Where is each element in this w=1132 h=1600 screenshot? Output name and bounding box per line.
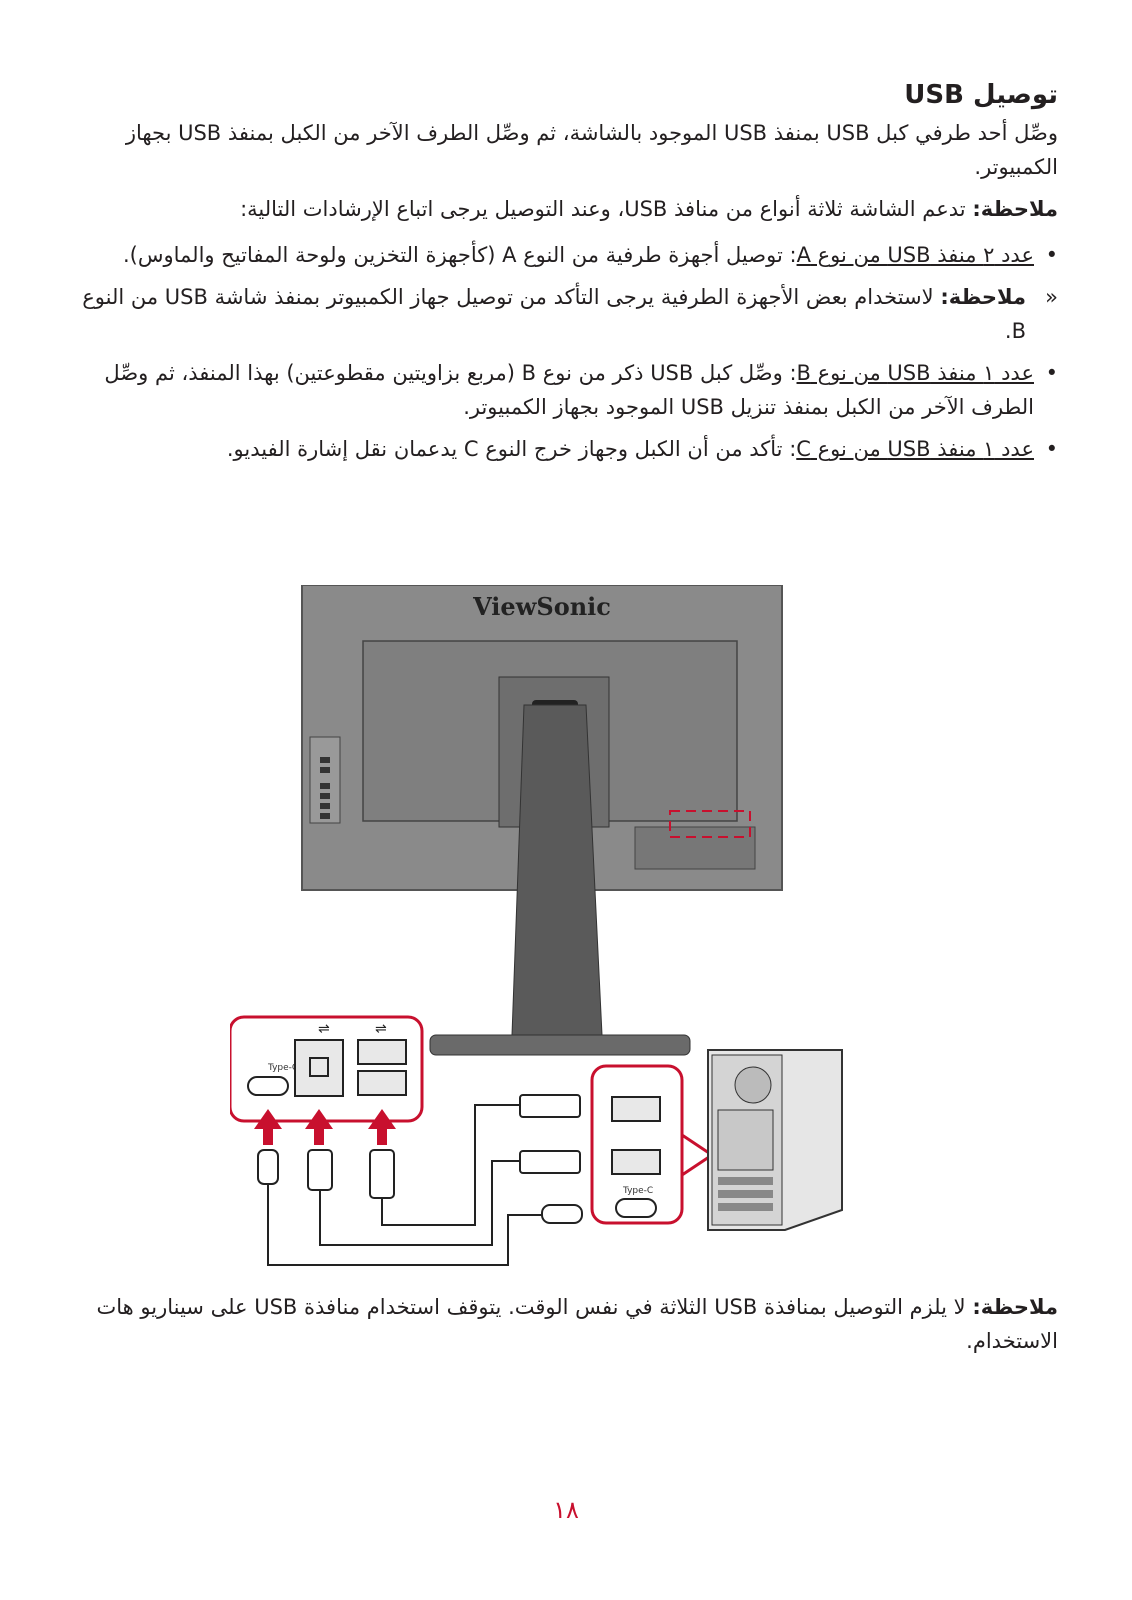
page-number: ١٨ bbox=[553, 1496, 579, 1524]
cables bbox=[267, 1104, 542, 1266]
monitor-usb-a-port-2 bbox=[357, 1070, 407, 1096]
note-usage: ملاحظة: لا يلزم التوصيل بمنافذة USB الثل… bbox=[78, 1290, 1058, 1358]
sub-note: « ملاحظة: لاستخدام بعض الأجهزة الطرفية ي… bbox=[78, 280, 1058, 348]
brand-logo: ViewSonic bbox=[472, 592, 611, 621]
list-item-usb-b: • عدد ١ منفذ USB من نوع B: وصِّل كبل USB… bbox=[78, 356, 1058, 424]
sub-note-label: ملاحظة: bbox=[940, 285, 1026, 309]
list-item-text: : وصِّل كبل USB ذكر من نوع B (مربع بزاوي… bbox=[104, 361, 1034, 419]
typec-label-pc: Type-C bbox=[622, 1186, 653, 1196]
note-text: تدعم الشاشة ثلاثة أنواع من منافذ USB، وع… bbox=[240, 197, 966, 221]
port-list: • عدد ٢ منفذ USB من نوع A: توصيل أجهزة ط… bbox=[78, 238, 1058, 474]
monitor-usb-a-port-1 bbox=[357, 1039, 407, 1065]
usb-a-plug bbox=[369, 1149, 395, 1199]
monitor-typec-port bbox=[247, 1076, 289, 1096]
list-item-lead: عدد ٢ منفذ USB من نوع A bbox=[796, 243, 1034, 267]
arrow-up-icon bbox=[368, 1109, 396, 1145]
list-item-lead: عدد ١ منفذ USB من نوع C bbox=[796, 437, 1034, 461]
monitor-buttons bbox=[309, 736, 341, 824]
usb-a-plug-pc-2 bbox=[519, 1150, 581, 1174]
stand-neck bbox=[511, 704, 603, 1036]
intro-paragraph: وصِّل أحد طرفي كبل USB بمنفذ USB الموجود… bbox=[125, 121, 1058, 179]
typec-plug bbox=[257, 1149, 279, 1185]
typec-label-monitor: Type-C bbox=[267, 1063, 298, 1073]
usb-b-plug bbox=[307, 1149, 333, 1191]
pc-usb-a-port-1 bbox=[611, 1096, 661, 1122]
sub-note-marker: « bbox=[1045, 285, 1058, 309]
bullet-icon: • bbox=[1045, 361, 1058, 385]
list-item-text: : تأكد من أن الكبل وجهاز خرج النوع C يدع… bbox=[226, 437, 797, 461]
fan-icon bbox=[734, 1066, 772, 1104]
pc-typec-port bbox=[615, 1198, 657, 1218]
usb-connection-diagram: ViewSonic Type-C ⇌ ⇌ Type-C bbox=[230, 585, 843, 1266]
section-heading: توصيل USB bbox=[904, 80, 1058, 110]
port-bay bbox=[634, 826, 756, 870]
usb-a-plug-pc-1 bbox=[519, 1094, 581, 1118]
typec-plug-pc bbox=[541, 1204, 583, 1224]
bullet-icon: • bbox=[1045, 243, 1058, 267]
list-item-lead: عدد ١ منفذ USB من نوع B bbox=[796, 361, 1034, 385]
monitor-usb-b-port bbox=[294, 1039, 344, 1097]
note-label: ملاحظة: bbox=[972, 1295, 1058, 1319]
list-item-usb-a: • عدد ٢ منفذ USB من نوع A: توصيل أجهزة ط… bbox=[78, 238, 1058, 272]
sub-note-text: لاستخدام بعض الأجهزة الطرفية يرجى التأكد… bbox=[82, 285, 1026, 343]
highlight-ports bbox=[669, 810, 751, 838]
note-label: ملاحظة: bbox=[972, 197, 1058, 221]
arrow-up-icon bbox=[305, 1109, 333, 1145]
note-types: ملاحظة: تدعم الشاشة ثلاثة أنواع من منافذ… bbox=[78, 192, 1058, 226]
note-text: لا يلزم التوصيل بمنافذة USB الثلاثة في ن… bbox=[96, 1295, 1058, 1353]
bullet-icon: • bbox=[1045, 437, 1058, 461]
usb-symbol-icon: ⇌ bbox=[375, 1021, 387, 1037]
usb-symbol-icon: ⇌ bbox=[318, 1021, 330, 1037]
pc-usb-a-port-2 bbox=[611, 1149, 661, 1175]
stand-base bbox=[429, 1034, 691, 1056]
list-item-text: : توصيل أجهزة طرفية من النوع A (كأجهزة ا… bbox=[123, 243, 797, 267]
list-item-usb-c: • عدد ١ منفذ USB من نوع C: تأكد من أن ال… bbox=[78, 432, 1058, 466]
arrow-up-icon bbox=[254, 1109, 282, 1145]
